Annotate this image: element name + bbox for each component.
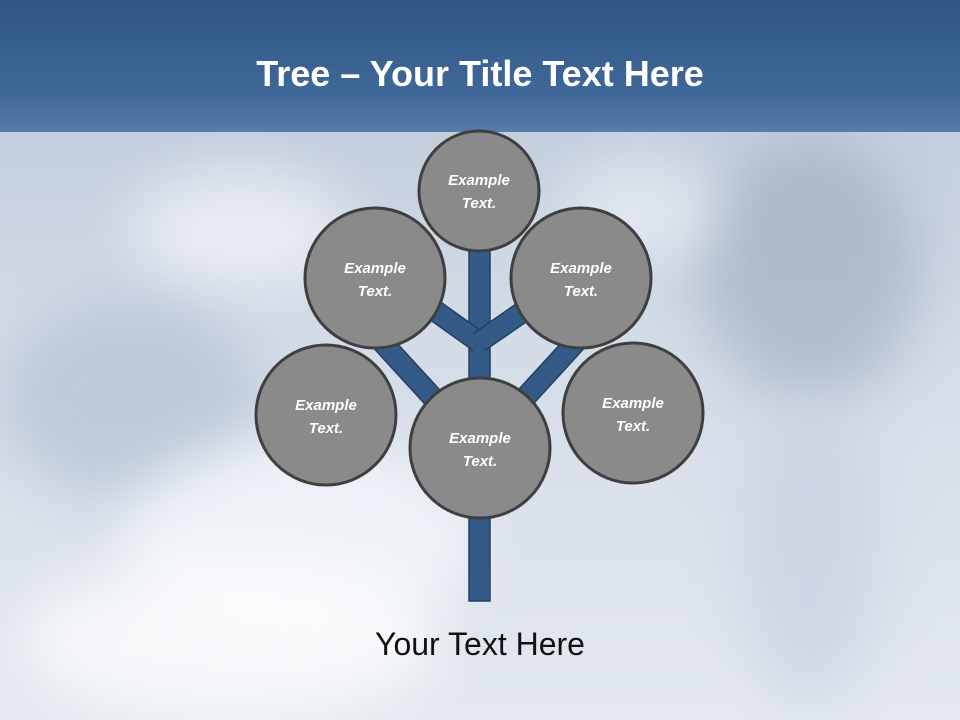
node-label-line1: Example <box>602 395 664 412</box>
background-blur <box>740 400 880 700</box>
title-rest: Your Title Text Here <box>369 53 704 94</box>
node-label-line2: Text. <box>564 283 598 300</box>
bottom-text: Your Text Here <box>375 626 585 662</box>
node-label-line2: Text. <box>309 420 343 437</box>
tree-node-top[interactable]: Example Text. <box>417 129 541 253</box>
tree-node-center[interactable]: Example Text. <box>408 376 552 520</box>
background-blur <box>700 140 920 400</box>
node-label-line1: Example <box>448 172 510 189</box>
tree-node-upper-right[interactable]: Example Text. <box>509 206 653 350</box>
tree-node-upper-left[interactable]: Example Text. <box>303 206 447 350</box>
node-label-line1: Example <box>344 260 406 277</box>
node-label-line2: Text. <box>462 195 496 212</box>
node-label-line2: Text. <box>358 283 392 300</box>
title-bold: Tree <box>256 53 331 94</box>
node-label-line1: Example <box>449 430 511 447</box>
slide-title: Tree – Your Title Text Here <box>0 52 960 96</box>
title-separator: – <box>330 53 370 94</box>
node-label-line1: Example <box>295 397 357 414</box>
tree-node-lower-left[interactable]: Example Text. <box>254 343 398 487</box>
tree-node-lower-right[interactable]: Example Text. <box>561 341 705 485</box>
title-bar <box>0 0 960 132</box>
node-label-line2: Text. <box>463 453 497 470</box>
node-label-line1: Example <box>550 260 612 277</box>
node-label-line2: Text. <box>616 418 650 435</box>
background-blur <box>20 560 440 720</box>
